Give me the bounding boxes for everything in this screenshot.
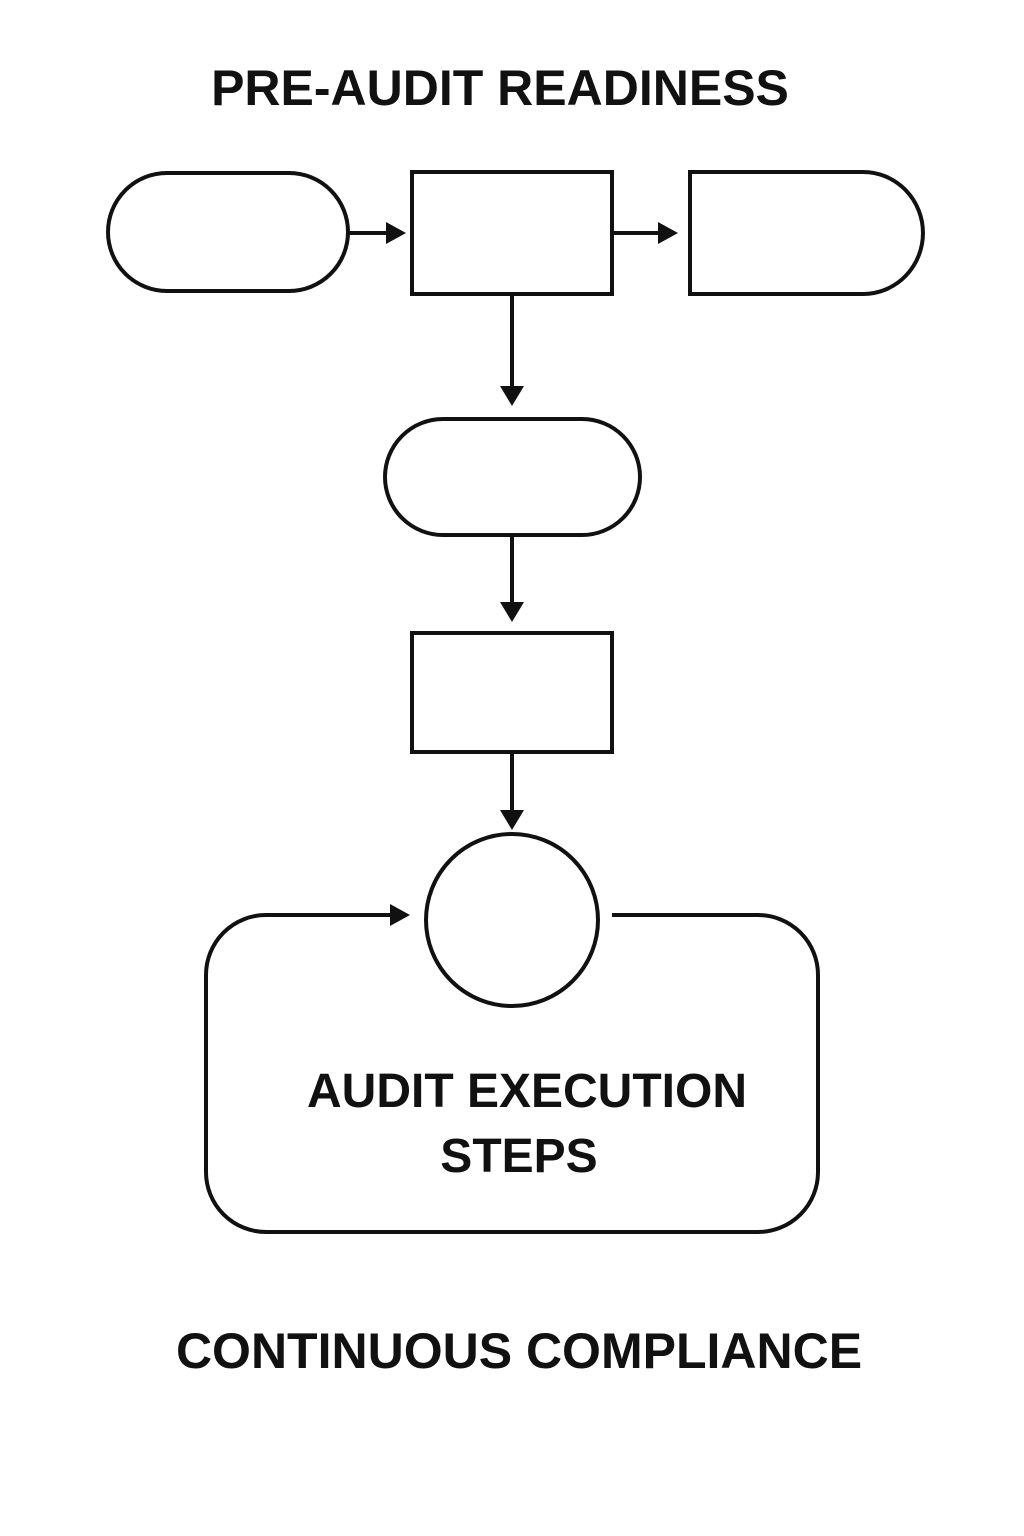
audit-execution-label-line1: AUDIT EXECUTION — [307, 1065, 747, 1118]
arrowhead-start-to-process — [386, 222, 406, 244]
audit-circle-node — [424, 832, 600, 1008]
pre-audit-readiness-title: PRE-AUDIT READINESS — [211, 60, 789, 116]
middle-terminal-node — [383, 417, 642, 537]
arrowhead-process-to-circle — [500, 810, 524, 830]
continuous-compliance-title: CONTINUOUS COMPLIANCE — [176, 1323, 862, 1379]
audit-execution-label-line2: STEPS — [440, 1130, 597, 1183]
arrowhead-terminal-to-process — [500, 602, 524, 622]
arrowhead-loop-to-circle — [390, 904, 410, 926]
audit-execution-loop — [204, 913, 820, 1234]
arrowhead-process-to-end — [658, 222, 678, 244]
arrowhead-process-to-terminal — [500, 386, 524, 406]
process-box-top — [410, 170, 614, 296]
end-terminal-node — [688, 170, 925, 296]
process-box-lower — [410, 631, 614, 754]
start-terminal-node — [106, 171, 350, 293]
